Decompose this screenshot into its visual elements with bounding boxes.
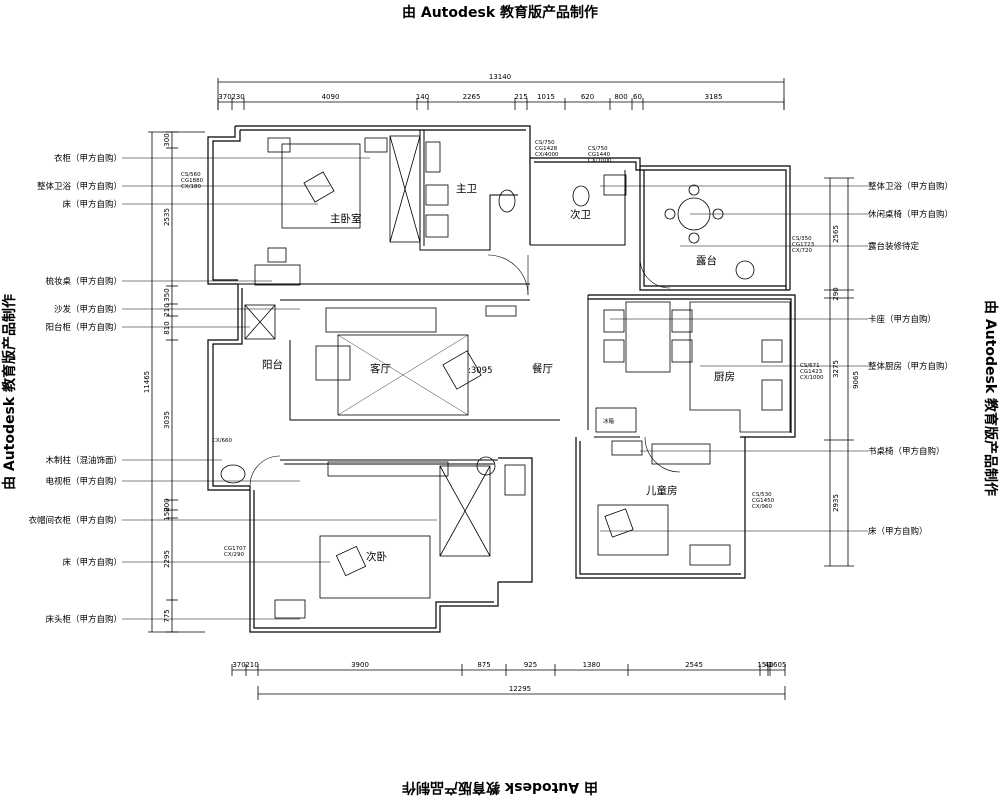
window-code: CS/350 [792, 236, 812, 242]
room-terrace: 露台 [696, 254, 717, 267]
room-balcony: 阳台 [262, 358, 283, 371]
callout-label-right: 整体卫浴（甲方自购） [868, 181, 953, 192]
top-dimension: 60 [633, 93, 642, 101]
bottom-dimension: 3900 [351, 661, 369, 669]
left-total-dimension: 11465 [143, 371, 151, 393]
room-master-bedroom: 主卧室 [330, 212, 362, 225]
callout-label-right: 整体厨房（甲方自购） [868, 361, 953, 372]
callout-label-left: 沙发（甲方自购） [54, 304, 122, 315]
left-dimension: 810 [163, 321, 171, 334]
height-mark: :3095 [468, 366, 493, 376]
window-code: CX/1000 [588, 158, 612, 164]
callout-label-left: 床头柜（甲方自购） [45, 614, 122, 625]
left-dimension: 300 [163, 133, 171, 146]
bottom-dimension: 150 [757, 661, 770, 669]
window-code: CS/750 [535, 140, 555, 146]
right-dimension: 2565 [832, 225, 840, 243]
callout-label-left: 木制柱（混油饰面） [45, 455, 122, 466]
window-code: CX/960 [752, 504, 772, 510]
left-dimension: 200 [163, 498, 171, 511]
callout-label-left: 床（甲方自购） [62, 199, 122, 210]
left-dimension: 3035 [163, 411, 171, 429]
left-dimension: 150 [163, 507, 171, 520]
callout-label-right: 卡座（甲方自购） [868, 314, 936, 325]
callout-label-right: 休闲桌椅（甲方自购） [868, 209, 953, 220]
fridge-label: 冰箱 [603, 417, 615, 425]
top-dimension: 3185 [705, 93, 723, 101]
window-code: CS/671 [800, 363, 820, 369]
top-dimension: 230 [231, 93, 244, 101]
bottom-total-dimension: 12295 [509, 685, 531, 693]
callout-label-left: 电视柜（甲方自购） [45, 476, 122, 487]
top-dimension: 620 [581, 93, 594, 101]
bottom-dimension: 875 [477, 661, 490, 669]
window-code: CG1423 [800, 369, 823, 375]
callout-label-left: 床（甲方自购） [62, 557, 122, 568]
left-dimension: 775 [163, 609, 171, 622]
top-dimension: 2265 [463, 93, 481, 101]
top-dimension: 140 [416, 93, 429, 101]
window-code: CG1428 [535, 146, 558, 152]
callout-label-right: 床（甲方自购） [868, 526, 928, 537]
top-dimension: 370 [218, 93, 231, 101]
callout-label-left: 整体卫浴（甲方自购） [37, 181, 122, 192]
top-dimension: 1015 [537, 93, 555, 101]
window-code: CX/290 [224, 552, 244, 558]
window-code: CX/4000 [535, 152, 559, 158]
room-kitchen: 厨房 [714, 370, 735, 383]
window-code: CG1440 [588, 152, 611, 158]
top-dimension: 215 [514, 93, 527, 101]
bottom-dimension: 2545 [685, 661, 703, 669]
room-kids: 儿童房 [646, 484, 678, 497]
right-total-dimension: 9065 [852, 371, 860, 389]
top-total-dimension: 13140 [489, 73, 511, 81]
right-dimension: 2935 [832, 494, 840, 512]
callout-label-left: 阳台柜（甲方自购） [45, 322, 122, 333]
window-code: CS/530 [752, 492, 772, 498]
right-dimension: 3275 [832, 360, 840, 378]
top-dimension: 800 [614, 93, 627, 101]
callout-label-right: 露台装修待定 [868, 241, 920, 252]
watermark-top: 由 Autodesk 教育版产品制作 [401, 5, 599, 21]
left-dimension: 2295 [163, 550, 171, 568]
bottom-dimension: 370 [232, 661, 245, 669]
room-second-bath: 次卫 [570, 208, 591, 221]
callout-label-left: 衣柜（甲方自购） [54, 153, 122, 164]
window-code: CG1880 [181, 178, 204, 184]
left-dimension: 210 [163, 303, 171, 316]
window-code: CX/180 [181, 184, 201, 190]
callout-label-left: 衣帽间衣柜（甲方自购） [28, 515, 122, 526]
right-dimension: 290 [832, 287, 840, 300]
window-code: CX/660 [212, 438, 232, 444]
window-code: CX/1000 [800, 375, 824, 381]
bottom-dimension: 1605 [769, 661, 787, 669]
bottom-dimension: 210 [245, 661, 258, 669]
left-dimension: 2535 [163, 208, 171, 226]
bottom-dimension: 40 [765, 661, 774, 669]
callout-label-right: 书桌椅（甲方自购） [868, 446, 945, 457]
bottom-dimension: 925 [524, 661, 537, 669]
window-code: CG1450 [752, 498, 775, 504]
window-code: CS/560 [181, 172, 201, 178]
callout-label-left: 梳妆桌（甲方自购） [45, 276, 122, 287]
room-dining: 餐厅 [532, 362, 553, 375]
left-dimension: 350 [163, 288, 171, 301]
window-code: CG1723 [792, 242, 815, 248]
top-dimension: 4090 [322, 93, 340, 101]
window-code: CS/750 [588, 146, 608, 152]
room-living: 客厅 [370, 362, 391, 375]
room-second-bedroom: 次卧 [366, 550, 387, 563]
window-code: CG1707 [224, 546, 247, 552]
bottom-dimension: 1380 [583, 661, 601, 669]
window-code: CX/720 [792, 248, 812, 254]
room-master-bath: 主卫 [456, 183, 477, 195]
